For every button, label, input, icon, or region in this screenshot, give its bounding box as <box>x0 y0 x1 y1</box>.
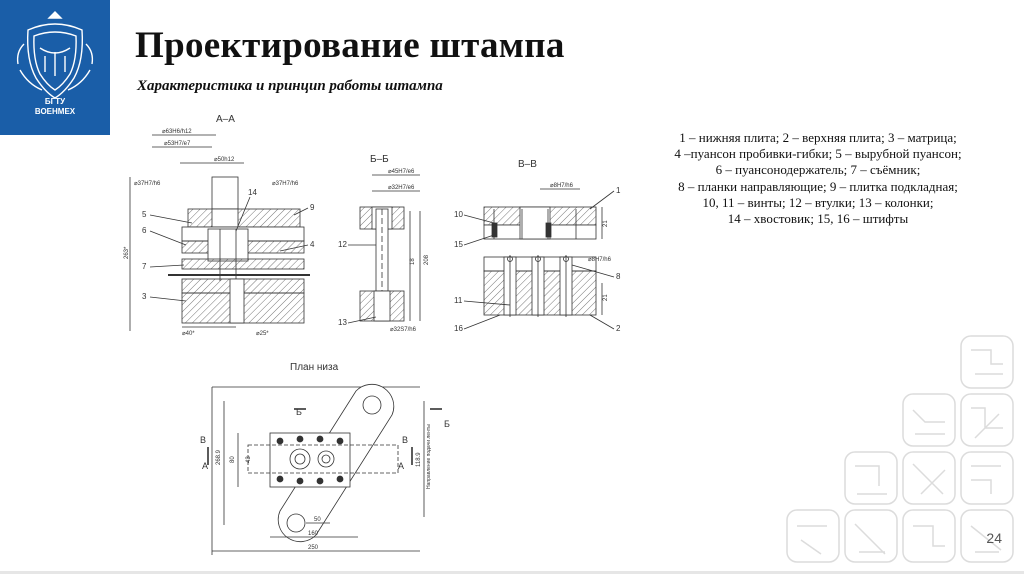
feed-direction-label: Направление подачи ленты <box>426 424 432 489</box>
dim-label: 18 <box>410 258 416 265</box>
callout-number: 4 <box>310 240 315 249</box>
legend-line: 6 – пуансонодержатель; 7 – съёмник; <box>715 162 921 178</box>
callout-number: 3 <box>142 292 147 301</box>
callout-number: 1 <box>616 186 621 195</box>
callout-number: 11 <box>454 296 463 305</box>
section-marker: А <box>398 461 404 471</box>
section-bb: Б–Б ⌀45H7/e6 ⌀32H7/e6 18 208 ⌀32S7/h6 12… <box>338 154 430 333</box>
callout-number: 12 <box>338 240 347 249</box>
section-marker: Б <box>444 419 450 429</box>
dim-label: ⌀53H7/e7 <box>164 141 191 147</box>
callout-number: 6 <box>142 226 147 235</box>
view-label-bb: Б–Б <box>370 154 389 165</box>
dim-label: ⌀50h12 <box>214 157 235 163</box>
page-number: 24 <box>986 530 1002 546</box>
dim-label: 160 <box>308 531 319 537</box>
plan-label: План низа <box>290 362 339 373</box>
section-marker: А <box>202 461 208 471</box>
callout-number: 2 <box>616 324 621 333</box>
callout-number: 16 <box>454 324 463 333</box>
callout-number: 13 <box>338 318 347 327</box>
view-label-aa: А–А <box>216 114 235 125</box>
legend-line: 4 –пуансон пробивки-гибки; 5 – вырубной … <box>674 146 962 162</box>
section-marker: В <box>200 435 206 445</box>
section-vv: В–В ⌀8H7/h6 21 21 ⌀8H7/h6 10 15 11 16 <box>454 159 621 333</box>
dim-label: ⌀45H7/e6 <box>388 169 415 175</box>
circuit-pattern-icon <box>786 335 1014 563</box>
dim-label: ⌀8H7/h6 <box>588 257 612 263</box>
dim-label: ⌀37H7/h6 <box>134 181 161 187</box>
university-logo: БГТУ ВОЕНМЕХ <box>0 0 110 135</box>
callout-number: 8 <box>616 272 621 281</box>
dim-label: ⌀32H7/e6 <box>388 185 415 191</box>
dim-label: ⌀40* <box>182 331 195 337</box>
dim-label: 208 <box>424 254 430 265</box>
dim-label: 21 <box>603 294 609 301</box>
legend-line: 1 – нижняя плита; 2 – верхняя плита; 3 –… <box>679 130 957 145</box>
view-label-vv: В–В <box>518 159 537 170</box>
callout-number: 7 <box>142 262 147 271</box>
callout-number: 10 <box>454 210 463 219</box>
parts-legend: 1 – нижняя плита; 2 – верхняя плита; 3 –… <box>640 130 996 227</box>
dim-label: 80 <box>230 456 236 463</box>
dim-label: 118.9 <box>416 452 422 467</box>
legend-line: 14 – хвостовик; 15, 16 – штифты <box>727 211 909 227</box>
callout-number: 15 <box>454 240 463 249</box>
section-aa: А–А ⌀63H6/h12 ⌀53H7/e7 ⌀50h12 ⌀37H7/h6 ⌀… <box>124 114 315 337</box>
dim-label: ⌀37H7/h6 <box>272 181 299 187</box>
callout-number: 5 <box>142 210 147 219</box>
dim-label: 250 <box>308 545 319 551</box>
dim-label: 21 <box>603 220 609 227</box>
callout-number: 14 <box>248 188 257 197</box>
legend-line: 8 – планки направляющие; 9 – плитка подк… <box>678 178 958 194</box>
plan-view: План низа Б Б В В А А 268.9 <box>200 362 450 555</box>
slide-title: Проектирование штампа <box>135 25 565 66</box>
logo-line1: БГТУ <box>45 97 66 106</box>
callout-number: 9 <box>310 203 315 212</box>
footer-divider <box>0 571 1024 574</box>
dim-label: ⌀63H6/h12 <box>162 129 192 135</box>
dim-label: 263* <box>124 246 130 259</box>
dim-label: 50 <box>314 517 321 523</box>
dim-label: 268.9 <box>216 449 222 465</box>
logo-line2: ВОЕНМЕХ <box>35 107 76 116</box>
legend-line: 10, 11 – винты; 12 – втулки; 13 – колонк… <box>702 194 934 210</box>
dim-label: ⌀32S7/h6 <box>390 327 417 333</box>
die-technical-drawing: А–А ⌀63H6/h12 ⌀53H7/e7 ⌀50h12 ⌀37H7/h6 ⌀… <box>124 114 621 555</box>
dim-label: ⌀8H7/h6 <box>550 183 574 189</box>
dim-label: ⌀25* <box>256 331 269 337</box>
eagle-emblem-icon: БГТУ ВОЕНМЕХ <box>16 11 94 116</box>
section-marker: В <box>402 435 408 445</box>
section-marker: Б <box>296 407 302 417</box>
dim-label: 43 <box>246 456 252 463</box>
slide-subtitle: Характеристика и принцип работы штампа <box>137 78 443 94</box>
